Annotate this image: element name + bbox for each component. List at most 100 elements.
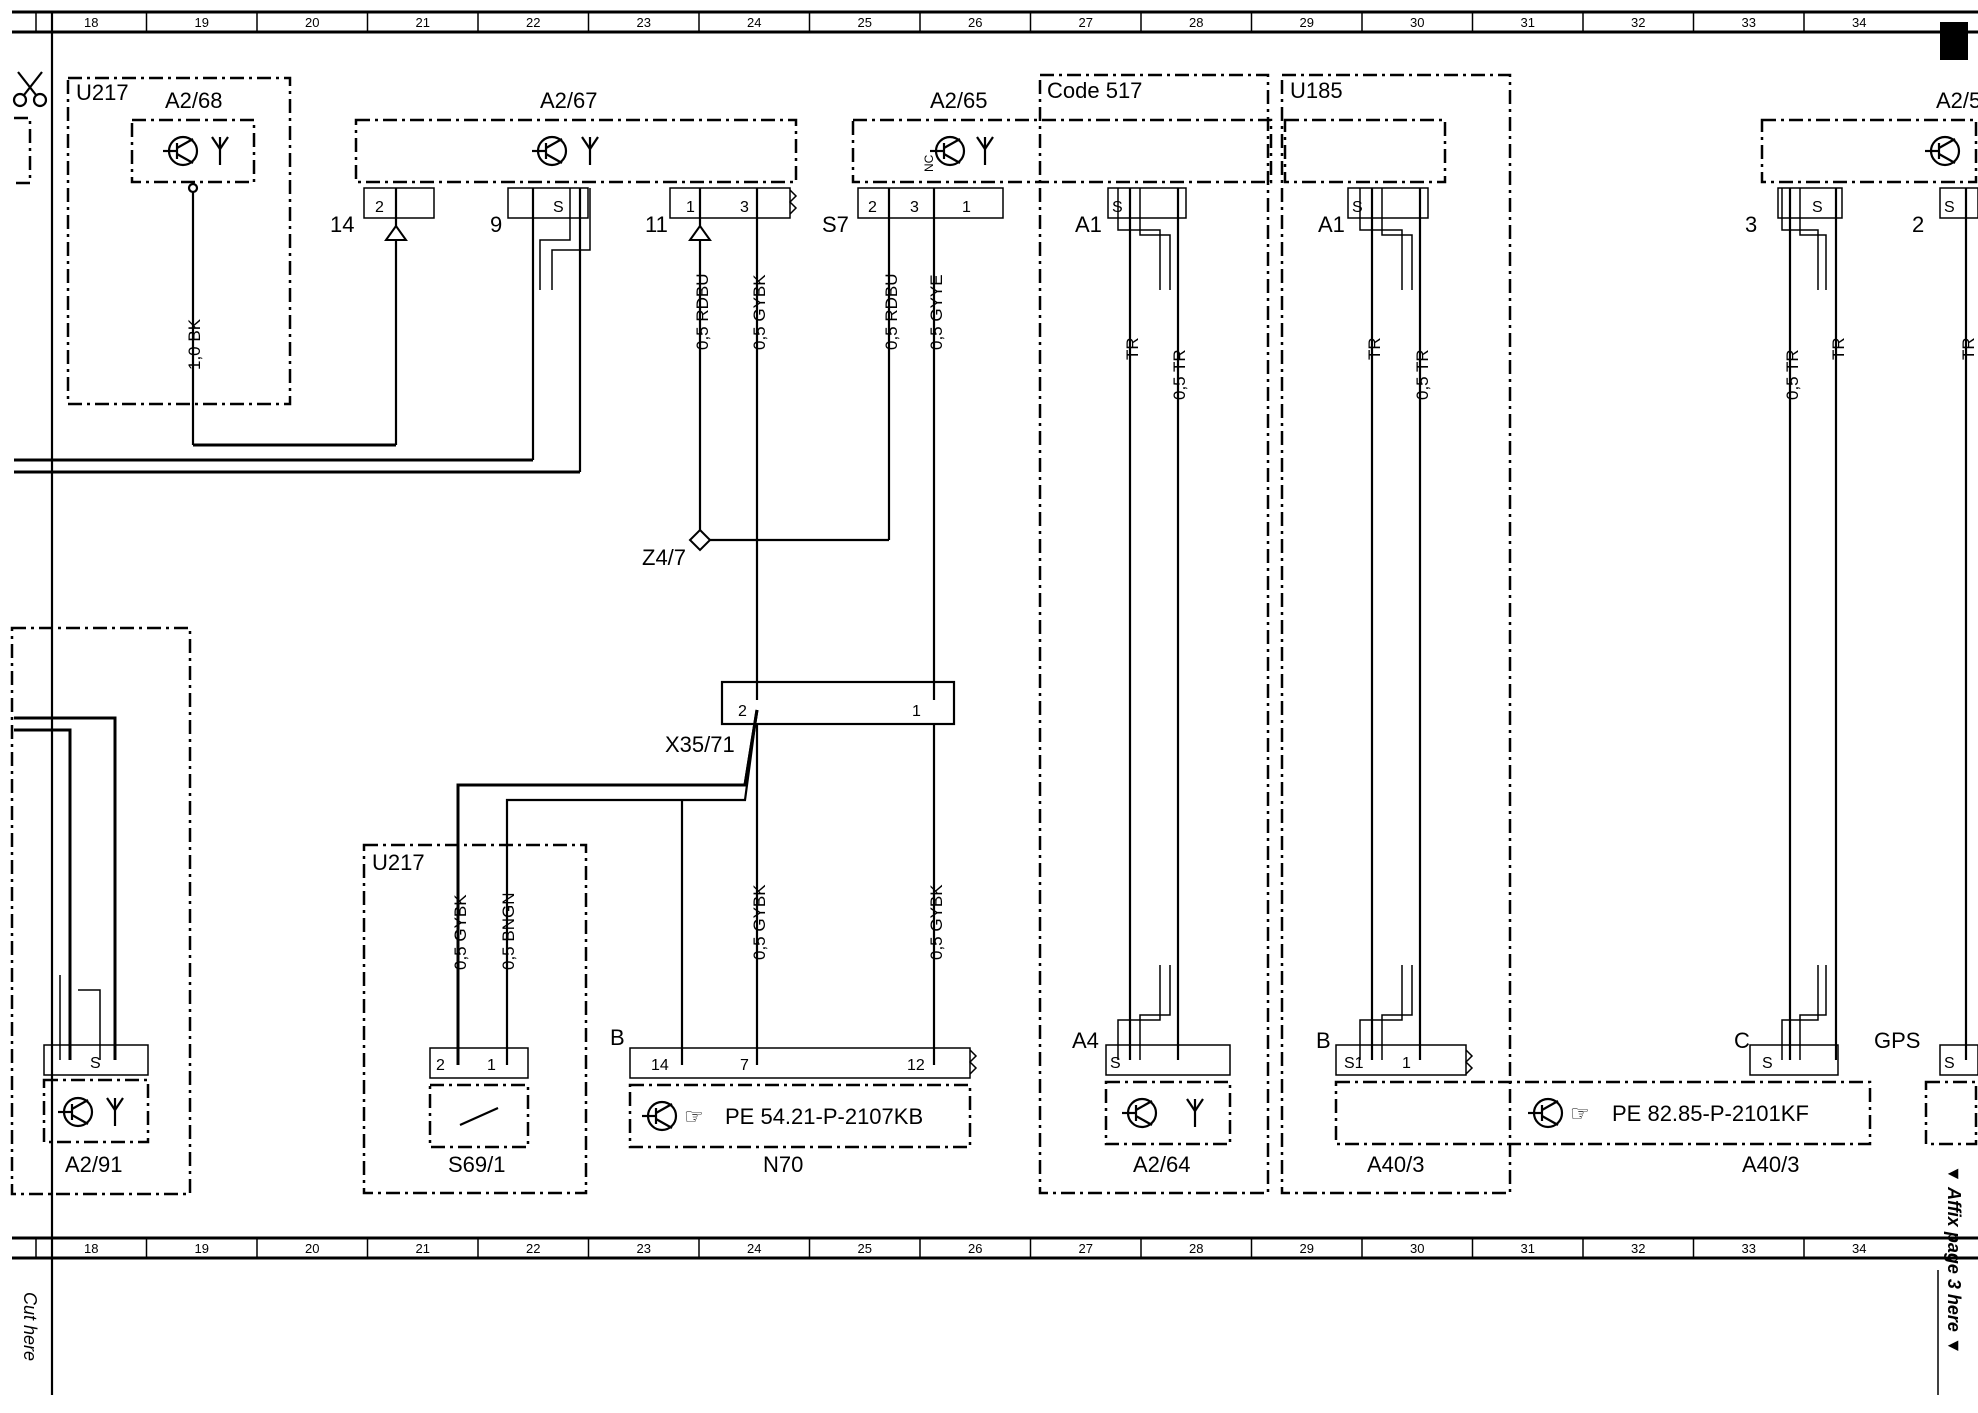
grid-number: 33 bbox=[1742, 1241, 1756, 1256]
wire-0-5-gybk-d: 0,5 GYBK bbox=[927, 884, 946, 960]
grid-number: 27 bbox=[1079, 15, 1093, 30]
svg-text:14: 14 bbox=[651, 1057, 669, 1074]
grid-number: 20 bbox=[305, 15, 319, 30]
code-517-label: Code 517 bbox=[1047, 78, 1142, 103]
a2-91-group bbox=[10, 626, 192, 1196]
grid-number: 22 bbox=[526, 1241, 540, 1256]
s69-1-label: S69/1 bbox=[448, 1152, 506, 1177]
grid-number: 22 bbox=[526, 15, 540, 30]
grid-number: 30 bbox=[1410, 1241, 1424, 1256]
pe-n70-ref: PE 54.21-P-2107KB bbox=[725, 1104, 923, 1129]
svg-text:S: S bbox=[1762, 1055, 1773, 1072]
antenna-icon bbox=[975, 135, 995, 167]
svg-text:12: 12 bbox=[907, 1057, 925, 1074]
svg-text:S: S bbox=[1352, 199, 1363, 216]
grid-number: 21 bbox=[416, 1241, 430, 1256]
cut-note: Cut here bbox=[20, 1292, 40, 1361]
a2-5-box bbox=[1760, 118, 1978, 184]
a2-67-label: A2/67 bbox=[540, 88, 598, 113]
u217-bottom-label: U217 bbox=[372, 850, 425, 875]
pe-a40-ref: PE 82.85-P-2101KF bbox=[1612, 1101, 1809, 1126]
transistor-icon bbox=[1923, 135, 1961, 167]
wire-0-5-rdbu-b: 0,5 RDBU bbox=[882, 273, 901, 350]
u185-label: U185 bbox=[1290, 78, 1343, 103]
wire-1-0-bk: 1,0 BK bbox=[185, 318, 204, 370]
pin-2-right: 2 bbox=[1912, 212, 1924, 237]
splice-icon bbox=[688, 528, 712, 552]
grid-number: 28 bbox=[1189, 1241, 1203, 1256]
grid-number: 34 bbox=[1852, 1241, 1866, 1256]
svg-text:S: S bbox=[553, 199, 564, 216]
grid-number: 30 bbox=[1410, 15, 1424, 30]
u185-box bbox=[1283, 118, 1447, 184]
pin-11: 11 bbox=[645, 212, 668, 237]
pin-s7: S7 bbox=[822, 212, 849, 237]
pin-c: C bbox=[1734, 1028, 1750, 1053]
pin-14: 14 bbox=[330, 212, 354, 237]
n70-box bbox=[628, 1083, 972, 1149]
svg-text:3: 3 bbox=[910, 199, 919, 216]
transistor-icon bbox=[530, 135, 568, 167]
switch-icon bbox=[459, 1106, 499, 1127]
svg-text:1: 1 bbox=[1402, 1055, 1411, 1072]
svg-text:1: 1 bbox=[686, 199, 695, 216]
grid-number: 18 bbox=[84, 15, 98, 30]
grid-number: 19 bbox=[195, 15, 209, 30]
grid-number: 34 bbox=[1852, 15, 1866, 30]
grid-number: 24 bbox=[747, 15, 761, 30]
svg-text:S: S bbox=[1944, 1055, 1955, 1072]
partial-box-right bbox=[1924, 1080, 1978, 1146]
a2-65-box bbox=[851, 118, 1273, 184]
partial-box-left bbox=[14, 116, 32, 185]
grid-number: 31 bbox=[1521, 15, 1535, 30]
page-marker-block bbox=[1940, 22, 1968, 60]
grid-number: 29 bbox=[1300, 1241, 1314, 1256]
wire-0-5-tr-1: 0,5 TR bbox=[1170, 349, 1189, 400]
antenna-icon bbox=[1185, 1097, 1205, 1129]
transistor-icon bbox=[640, 1100, 678, 1132]
antenna-icon bbox=[210, 135, 230, 167]
grid-number: 33 bbox=[1742, 15, 1756, 30]
transistor-icon bbox=[1526, 1097, 1564, 1129]
wire-0-5-gybk-b: 0,5 GYBK bbox=[451, 894, 470, 970]
svg-text:S1: S1 bbox=[1344, 1055, 1364, 1072]
a2-65-label: A2/65 bbox=[930, 88, 988, 113]
transistor-icon bbox=[161, 135, 199, 167]
reference-pointer-icon: ☞ bbox=[684, 1104, 704, 1129]
a2-68-label: A2/68 bbox=[165, 88, 223, 113]
grid-number: 26 bbox=[968, 1241, 982, 1256]
svg-text:S: S bbox=[90, 1055, 101, 1072]
a40-3-box bbox=[1334, 1080, 1872, 1146]
svg-text:S: S bbox=[1110, 1055, 1121, 1072]
grid-number: 27 bbox=[1079, 1241, 1093, 1256]
svg-text:2: 2 bbox=[868, 199, 877, 216]
pin-b-n70: B bbox=[610, 1025, 625, 1050]
a2-68-box bbox=[130, 118, 256, 184]
z4-7-label: Z4/7 bbox=[642, 545, 686, 570]
a40-3-right-label: A40/3 bbox=[1742, 1152, 1800, 1177]
grid-number: 25 bbox=[858, 1241, 872, 1256]
svg-text:NC: NC bbox=[922, 154, 936, 172]
a2-64-box bbox=[1104, 1080, 1232, 1146]
wire-0-5-gybk-c: 0,5 GYBK bbox=[750, 884, 769, 960]
a40-3-left-label: A40/3 bbox=[1367, 1152, 1425, 1177]
s69-1-box bbox=[428, 1083, 530, 1149]
a2-67-box bbox=[354, 118, 798, 184]
svg-text:1: 1 bbox=[487, 1057, 496, 1074]
x35-71-label: X35/71 bbox=[665, 732, 735, 757]
grid-number: 18 bbox=[84, 1241, 98, 1256]
antenna-icon bbox=[580, 135, 600, 167]
svg-text:2: 2 bbox=[436, 1057, 445, 1074]
wire-tr-1: TR bbox=[1123, 337, 1142, 360]
grid-number: 26 bbox=[968, 15, 982, 30]
wire-0-5-tr-2: 0,5 TR bbox=[1413, 349, 1432, 400]
antenna-icon bbox=[105, 1096, 125, 1128]
wire-tr-2: TR bbox=[1365, 337, 1384, 360]
grid-number: 21 bbox=[416, 15, 430, 30]
grid-number: 31 bbox=[1521, 1241, 1535, 1256]
wire-tr-3: TR bbox=[1829, 337, 1848, 360]
pin-9: 9 bbox=[490, 212, 502, 237]
u217-bottom-group bbox=[362, 843, 588, 1195]
